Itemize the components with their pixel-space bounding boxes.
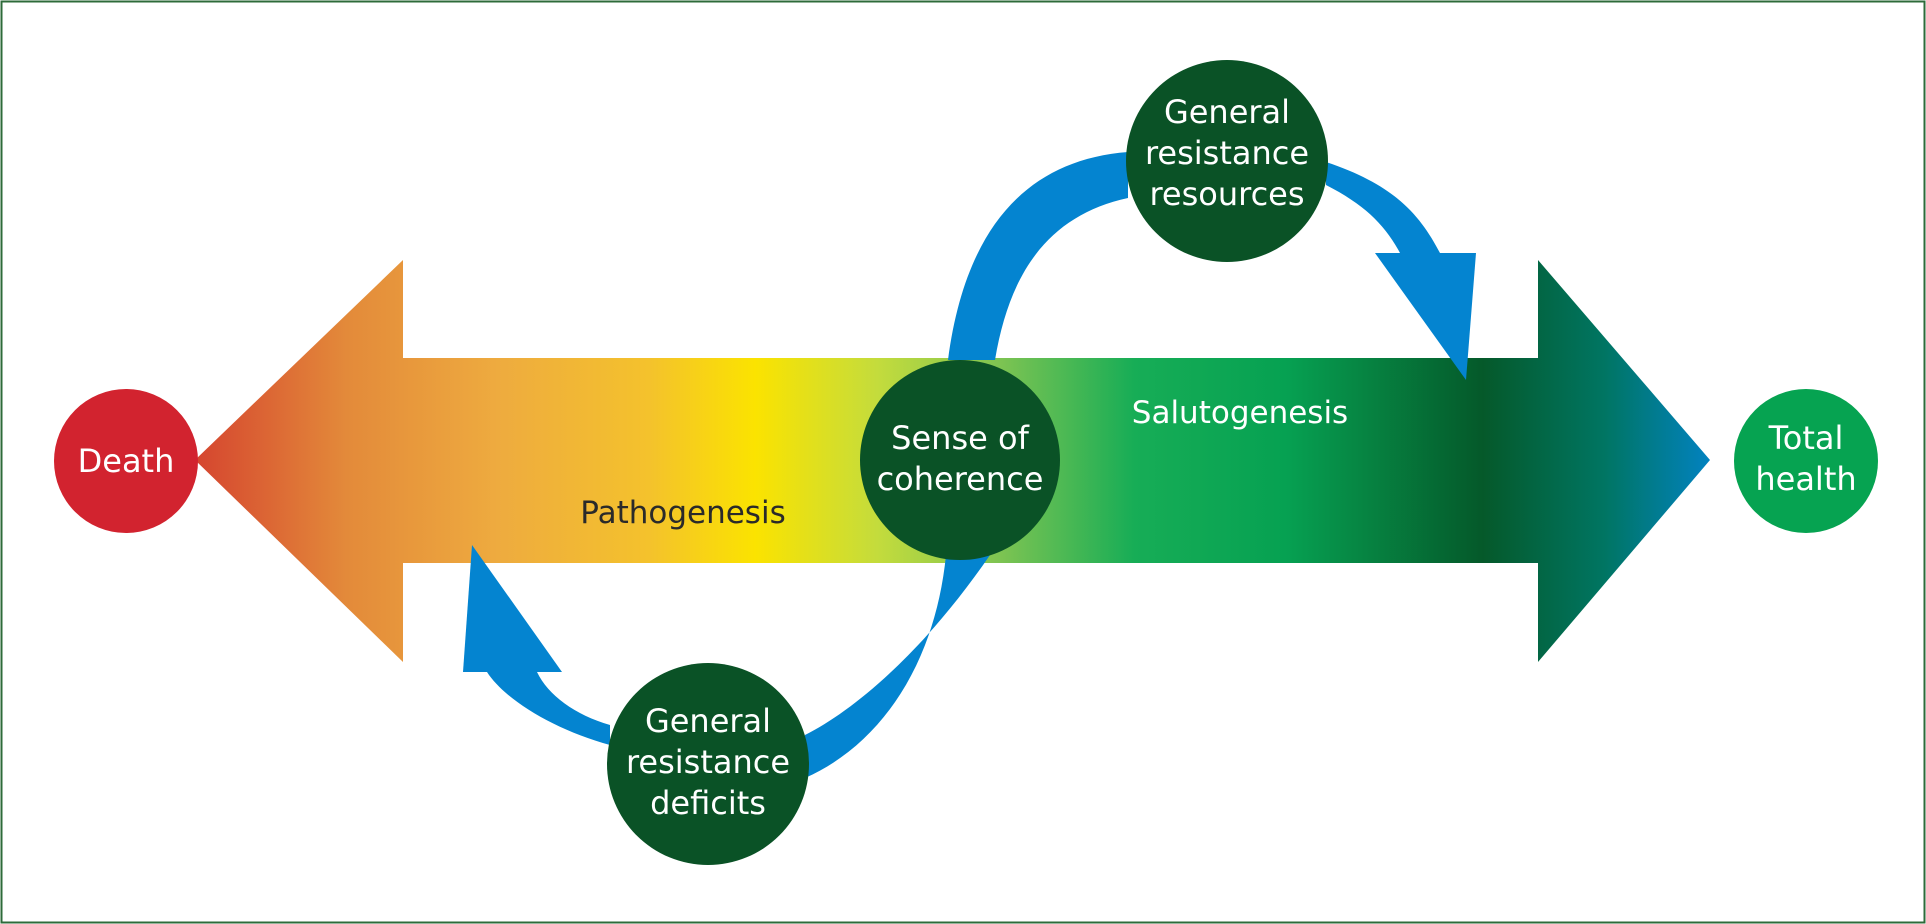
svg-text:health: health xyxy=(1755,460,1856,498)
svg-text:resistance: resistance xyxy=(626,743,790,781)
svg-text:General: General xyxy=(645,702,771,740)
sense-of-coherence-node: Sense of coherence xyxy=(860,360,1060,560)
deficits-flow-arrow-shaft xyxy=(487,672,610,745)
salutogenesis-label: Salutogenesis xyxy=(1132,395,1348,431)
resistance-deficits-node: General resistance deficits xyxy=(607,663,809,865)
deficits-flow-arrowhead xyxy=(463,545,562,672)
svg-text:Total: Total xyxy=(1768,419,1844,457)
deficits-flow-arrow xyxy=(805,555,990,778)
resources-flow-arrow-head-shaft xyxy=(1326,162,1440,253)
svg-text:resources: resources xyxy=(1149,175,1304,213)
resources-flow-arrow xyxy=(948,152,1128,360)
total-health-node: Total health xyxy=(1734,389,1878,533)
resistance-resources-node: General resistance resources xyxy=(1126,60,1328,262)
svg-text:resistance: resistance xyxy=(1145,134,1309,172)
pathogenesis-label: Pathogenesis xyxy=(580,495,785,531)
svg-text:General: General xyxy=(1164,93,1290,131)
svg-text:Death: Death xyxy=(78,442,175,480)
svg-text:coherence: coherence xyxy=(877,460,1044,498)
svg-text:deficits: deficits xyxy=(650,784,766,822)
resources-flow-arrowhead xyxy=(1375,253,1476,380)
death-node: Death xyxy=(54,389,198,533)
svg-text:Sense of: Sense of xyxy=(891,419,1029,457)
